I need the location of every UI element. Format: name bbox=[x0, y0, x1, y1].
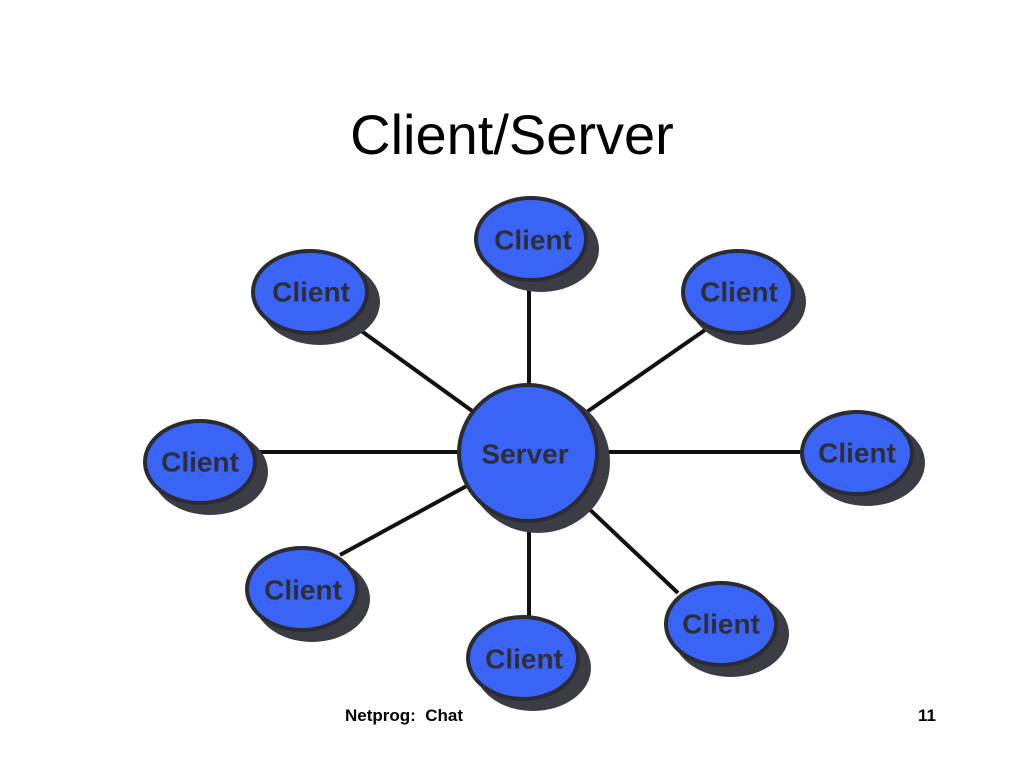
client-label: Client bbox=[161, 447, 239, 478]
node-ellipse bbox=[681, 249, 795, 335]
client-label: Client bbox=[818, 438, 896, 469]
footer-course-label: Netprog: Chat bbox=[345, 706, 464, 725]
server-label: Server bbox=[481, 439, 568, 470]
client-node-bottom-right: Client bbox=[664, 581, 789, 677]
node-ellipse bbox=[251, 249, 369, 335]
node-ellipse bbox=[143, 419, 257, 505]
node-ellipse bbox=[474, 196, 588, 282]
slide-title: Client/Server bbox=[350, 103, 674, 166]
client-label: Client bbox=[485, 644, 563, 675]
server-node: Server bbox=[457, 383, 610, 533]
client-label: Client bbox=[264, 575, 342, 606]
node-ellipse bbox=[457, 383, 599, 523]
node-ellipse bbox=[245, 546, 359, 632]
client-node-top: Client bbox=[474, 196, 599, 292]
footer-page-number: 11 bbox=[918, 706, 936, 725]
client-node-top-left: Client bbox=[251, 249, 380, 345]
client-node-top-right: Client bbox=[681, 249, 806, 345]
node-ellipse bbox=[664, 581, 778, 667]
node-ellipse bbox=[800, 410, 914, 496]
client-node-right: Client bbox=[800, 410, 925, 506]
client-node-bottom-left: Client bbox=[245, 546, 370, 642]
client-label: Client bbox=[272, 277, 350, 308]
client-label: Client bbox=[494, 225, 572, 256]
client-label: Client bbox=[682, 609, 760, 640]
client-node-bottom: Client bbox=[466, 615, 591, 711]
client-label: Client bbox=[700, 277, 778, 308]
client-node-left: Client bbox=[143, 419, 268, 515]
node-ellipse bbox=[466, 615, 580, 701]
